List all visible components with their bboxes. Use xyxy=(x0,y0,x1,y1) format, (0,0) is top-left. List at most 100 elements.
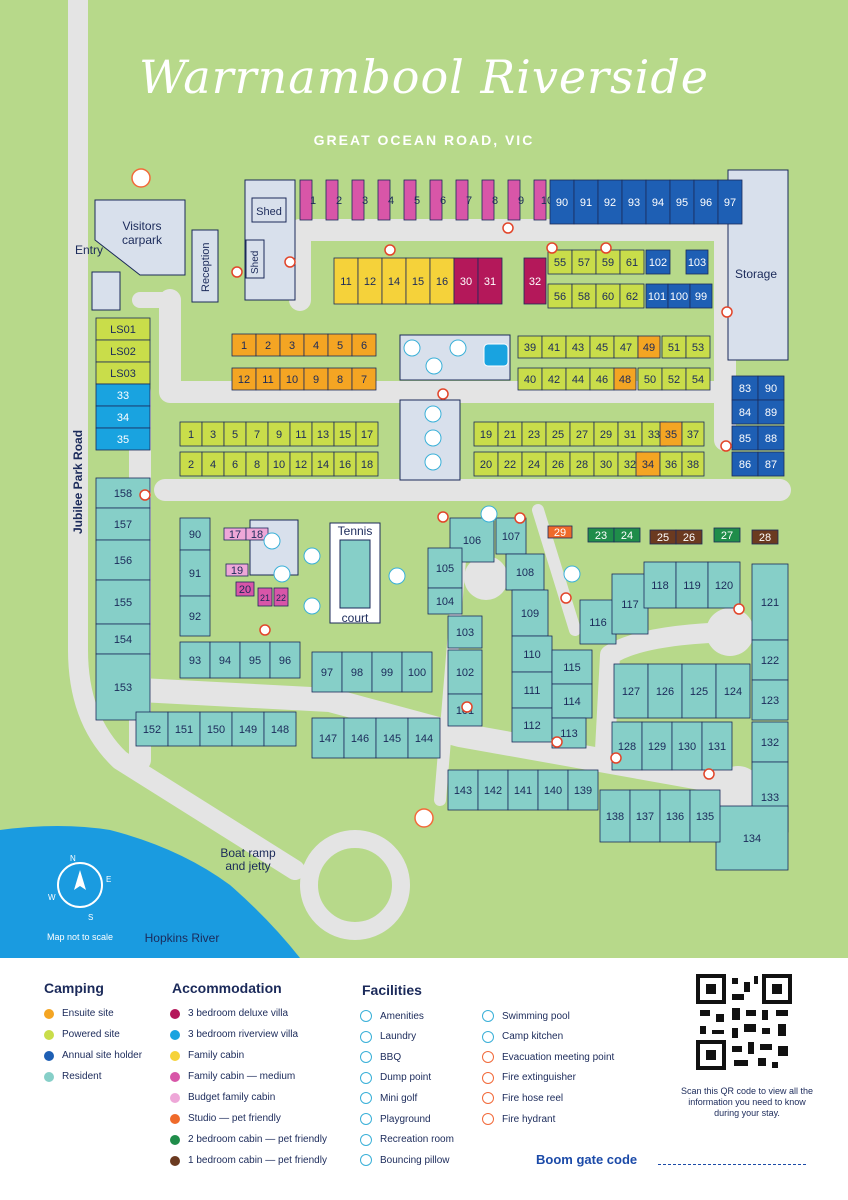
site-plot: 22 xyxy=(497,451,523,477)
facility-icon xyxy=(482,1092,494,1105)
site-plot: 46 xyxy=(589,367,615,391)
legend-item: 2 bedroom cabin — pet friendly xyxy=(170,1134,327,1145)
shed-label-vertical: Shed xyxy=(250,251,261,274)
site-plot: 25 xyxy=(649,529,677,545)
site-plot: 58 xyxy=(571,283,597,309)
site-plot: 44 xyxy=(565,367,591,391)
site-plot: 151 xyxy=(167,711,201,747)
legend-item: Family cabin — medium xyxy=(170,1071,295,1082)
map-title: Warrnambool Riverside xyxy=(138,50,710,104)
site-number: 2 xyxy=(336,195,342,207)
facility-icon xyxy=(360,1113,372,1125)
bbq-icon xyxy=(403,339,421,357)
site-plot: 52 xyxy=(661,367,687,391)
site-number: 15 xyxy=(339,429,351,441)
site-number: 144 xyxy=(415,733,433,745)
legend-item: Resident xyxy=(44,1071,101,1082)
site-number: 103 xyxy=(456,627,474,639)
site-number: 152 xyxy=(143,724,161,736)
site-plot: 5 xyxy=(223,421,247,447)
site-number: 5 xyxy=(414,195,420,207)
site-plot: 60 xyxy=(595,283,621,309)
site-number: 29 xyxy=(554,527,566,539)
shed-label: Shed xyxy=(256,206,282,218)
site-number: 147 xyxy=(319,733,337,745)
site-number: 23 xyxy=(528,429,540,441)
legend-label: Recreation room xyxy=(380,1134,454,1146)
entry-label: Entry xyxy=(75,243,103,257)
site-number: 14 xyxy=(317,459,329,471)
legend-label: BBQ xyxy=(380,1051,402,1063)
site-number: 112 xyxy=(523,720,541,732)
fire-extinguisher-icon xyxy=(600,242,612,254)
site-number: 30 xyxy=(460,276,472,288)
fire-extinguisher-icon xyxy=(231,266,243,278)
site-plot: 30 xyxy=(453,257,479,305)
site-number: 137 xyxy=(636,811,654,823)
mini-golf-icon xyxy=(388,567,406,585)
boat-ramp-label: Boat ramp xyxy=(220,846,276,860)
legend-label: Evacuation meeting point xyxy=(502,1051,615,1063)
site-plot: 8 xyxy=(481,179,498,221)
site-number: 105 xyxy=(436,563,454,575)
site-number: 123 xyxy=(761,695,779,707)
site-plot: 152 xyxy=(135,711,169,747)
site-number: 11 xyxy=(262,374,273,386)
site-number: 41 xyxy=(548,342,560,354)
legend-item: Bouncing pillow xyxy=(360,1154,450,1167)
facility-icon xyxy=(360,1051,372,1064)
tennis-court-surface xyxy=(339,539,371,609)
site-plot: 27 xyxy=(569,421,595,447)
site-number: 156 xyxy=(114,555,132,567)
reception-label: Reception xyxy=(200,242,212,292)
qr-code-icon[interactable] xyxy=(696,974,792,1070)
site-plot: 35 xyxy=(659,421,683,447)
fire-extinguisher-icon xyxy=(139,489,151,501)
site-number: 10 xyxy=(273,459,285,471)
legend-item: 3 bedroom riverview villa xyxy=(170,1029,298,1040)
hopkins-river-label: Hopkins River xyxy=(145,931,220,945)
site-plot: 34 xyxy=(95,405,151,429)
site-plot: 31 xyxy=(477,257,503,305)
site-number: 95 xyxy=(676,197,688,209)
legend-label: Fire extinguisher xyxy=(502,1072,576,1084)
site-number: 4 xyxy=(313,340,319,352)
site-plot: 19 xyxy=(225,563,249,577)
site-plot: 134 xyxy=(715,805,789,871)
fire-extinguisher-icon xyxy=(502,222,514,234)
site-plot: 42 xyxy=(541,367,567,391)
site-number: 158 xyxy=(114,488,132,500)
visitors-label: Visitors xyxy=(122,219,161,233)
site-plot: 7 xyxy=(351,367,377,391)
site-plot: 150 xyxy=(199,711,233,747)
legend-item: Playground xyxy=(360,1113,431,1125)
site-plot: 155 xyxy=(95,579,151,625)
site-plot: 97 xyxy=(717,179,743,225)
site-number: 91 xyxy=(580,197,592,209)
legend-item: Fire hose reel xyxy=(482,1092,563,1105)
site-plot: 118 xyxy=(643,561,677,609)
site-plot: 50 xyxy=(637,367,663,391)
site-plot: 102 xyxy=(447,649,483,695)
legend-accommodation-heading: Accommodation xyxy=(172,980,282,996)
site-plot: 99 xyxy=(689,283,713,309)
site-number: 49 xyxy=(643,342,655,354)
site-number: 94 xyxy=(652,197,664,209)
site-plot: 62 xyxy=(619,283,645,309)
site-plot: 3 xyxy=(279,333,305,357)
site-number: 62 xyxy=(626,291,638,303)
legend-item: Annual site holder xyxy=(44,1050,142,1061)
site-plot: 136 xyxy=(659,789,691,843)
site-number: 90 xyxy=(189,529,201,541)
site-plot: 90 xyxy=(179,517,211,551)
fire-extinguisher-icon xyxy=(703,768,715,780)
site-number: 130 xyxy=(678,741,696,753)
boom-gate-code-field[interactable] xyxy=(658,1164,806,1165)
recreation-room-icon xyxy=(424,405,442,423)
site-plot: 144 xyxy=(407,717,441,759)
scale-note: Map not to scale xyxy=(47,932,113,942)
site-number: 109 xyxy=(521,608,539,620)
fire-extinguisher-icon xyxy=(733,603,745,615)
site-number: 52 xyxy=(668,374,680,386)
